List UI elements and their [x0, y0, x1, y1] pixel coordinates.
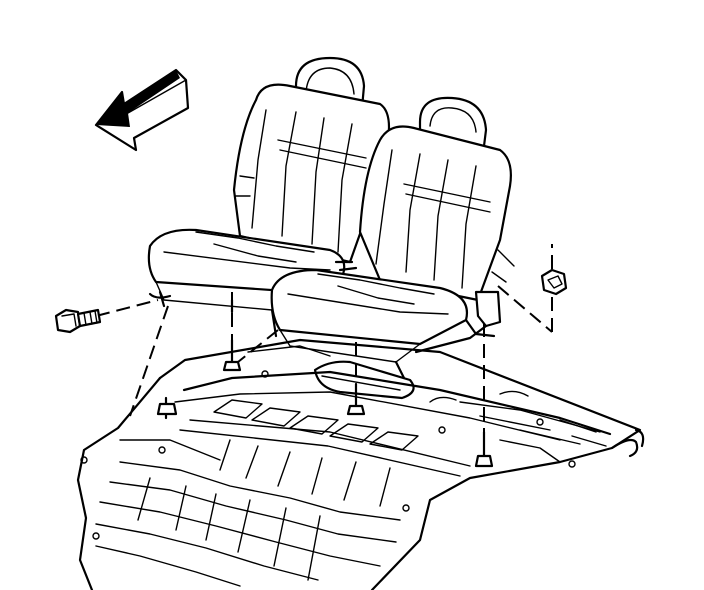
- floor-pan: [76, 338, 645, 590]
- seat-nut: [540, 268, 568, 296]
- forward-direction-arrow-icon: [94, 68, 190, 152]
- right-seat-assembly: [270, 96, 515, 380]
- seat-bolt: [54, 308, 102, 334]
- floor-studs: [156, 338, 494, 468]
